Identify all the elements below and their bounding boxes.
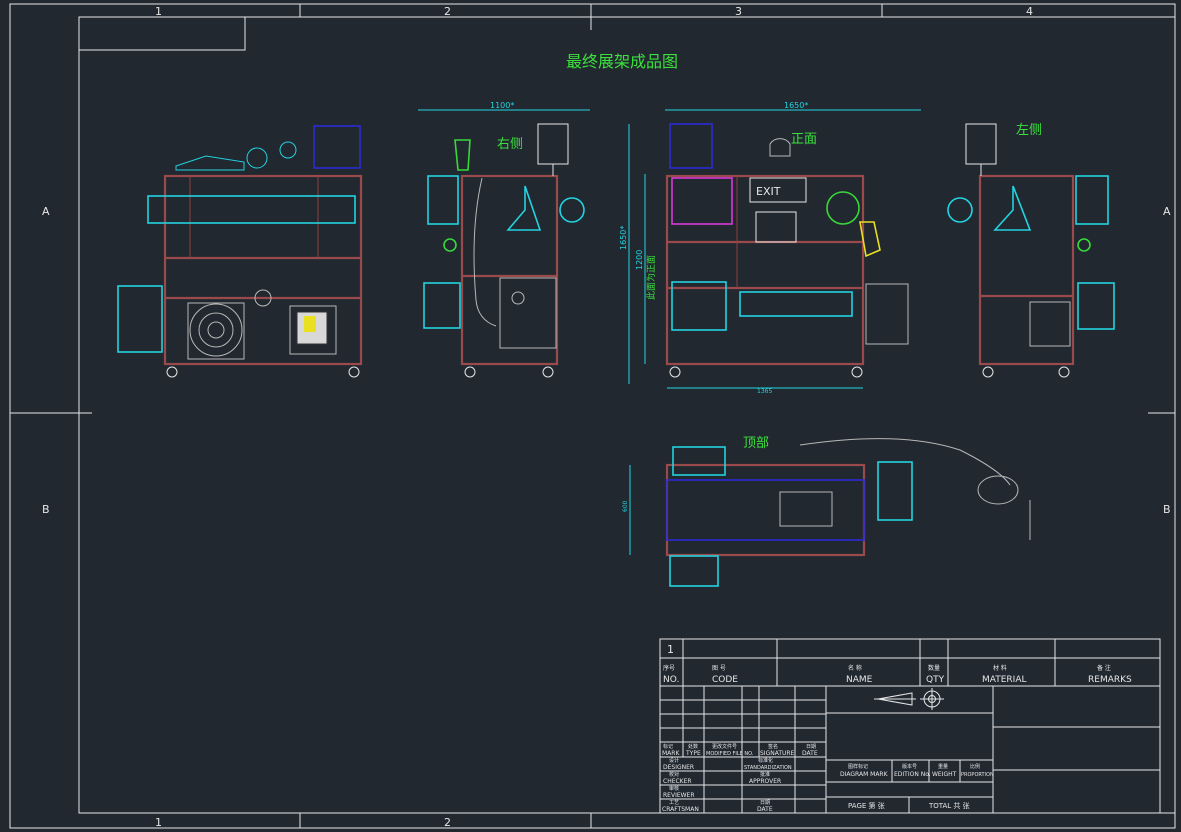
view-right-side: 1100* [418,101,590,378]
outer-border [9,3,1176,829]
role-designer-en: DESIGNER [663,764,694,771]
role-craftsman-cn: 工艺 [669,800,679,806]
role-craftsman-en: CRAFTSMAN [662,806,699,813]
hdr-material-cn: 材 料 [993,664,1007,672]
title-block-grid [659,638,1161,814]
rev-type-cn: 处数 [688,743,698,750]
grid-col-2: 2 [444,5,451,18]
role-checker-cn: 校对 [669,771,679,778]
info-proportion-en: PROPORTION [961,772,994,778]
grid-col-3: 3 [735,5,742,18]
dim-front-inner-height: 1200 [635,250,644,270]
info-page: PAGE 第 张 [848,801,885,810]
info-edition-cn: 版本号 [902,763,917,770]
dim-front-bottom: 1365 [757,388,772,395]
info-diagram-mark-cn: 图样标记 [848,763,868,770]
rev-type-en: TYPE [685,750,701,757]
grid-row-a-right: A [1163,205,1171,218]
grid-col-4: 4 [1026,5,1033,18]
hdr-no-en: NO. [663,675,679,685]
dim-front-width: 1650* [784,101,808,110]
rev-mark-en: MARK [662,750,680,757]
grid-col-1-bottom: 1 [155,816,162,829]
role-designer-cn: 设计 [669,757,679,764]
view-back-cart [117,125,363,378]
grid-ticks [10,4,1175,828]
view-left-side [947,123,1115,378]
hdr-remarks-cn: 备 注 [1097,664,1111,672]
dim-right-width: 1100* [490,101,514,110]
role-reviewer-cn: 审核 [669,785,679,792]
hdr-qty-cn: 数量 [928,664,940,672]
role-approver-cn: 批准 [760,771,770,778]
grid-col-1: 1 [155,5,162,18]
info-proportion-cn: 比例 [970,763,980,770]
label-view-front: 正面 [791,132,817,147]
rev-mark-cn: 标记 [663,743,673,750]
label-view-left: 左侧 [1016,123,1042,138]
item-number: 1 [667,643,674,656]
rev-date-en: DATE [802,750,818,757]
role-approver-en: APPROVER [749,778,781,785]
drawing-title: 最终展架成品图 [566,52,678,71]
role-date-cn: 日期 [760,800,770,806]
rev-modified-en: MODIFIED FILE NO. [706,751,754,757]
role-checker-en: CHECKER [663,778,692,785]
label-view-right: 右侧 [497,137,523,152]
info-total: TOTAL 共 张 [928,801,970,810]
front-side-note: 此面为正面 [645,255,657,300]
hdr-name-cn: 名 称 [848,664,862,672]
rev-signature-cn: 签名 [768,743,778,750]
info-weight-en: WEIGHT [932,771,957,778]
view-top: 600 [622,438,1031,587]
rev-date-cn: 日期 [806,744,816,750]
projection-symbol-icon [874,688,944,710]
rev-signature-en: SIGNATURE [760,750,795,757]
grid-col-2-bottom: 2 [444,816,451,829]
view-front: 1650* 1650* 1200 此面为正面 EXIT 1365 [619,101,921,395]
label-view-top: 顶部 [743,436,769,451]
grid-row-b-left: B [42,503,50,516]
top-left-label-box [78,16,246,51]
hdr-no-cn: 序号 [663,664,675,672]
info-edition-en: EDITION No. [894,771,931,778]
hdr-code-cn: 图 号 [712,665,726,672]
role-reviewer-en: REVIEWER [663,792,695,799]
hdr-name-en: NAME [846,675,873,685]
dim-top-depth: 600 [622,500,629,512]
exit-sign-text: EXIT [756,185,781,198]
rev-modified-cn: 更改文件号 [712,743,737,750]
info-diagram-mark-en: DIAGRAM MARK [840,771,889,778]
hdr-code-en: CODE [712,675,738,685]
info-weight-cn: 重量 [938,763,948,770]
inner-frame [78,16,1176,814]
hdr-material-en: MATERIAL [982,675,1027,685]
dim-front-height: 1650* [619,226,628,250]
role-standard-en: STANDARDIZATION [744,765,792,771]
hdr-remarks-en: REMARKS [1088,675,1132,685]
grid-row-b-right: B [1163,503,1171,516]
grid-row-a-left: A [42,205,50,218]
role-date-en: DATE [757,806,773,813]
role-standard-cn: 标准化 [758,757,773,764]
hdr-qty-en: QTY [926,675,945,685]
